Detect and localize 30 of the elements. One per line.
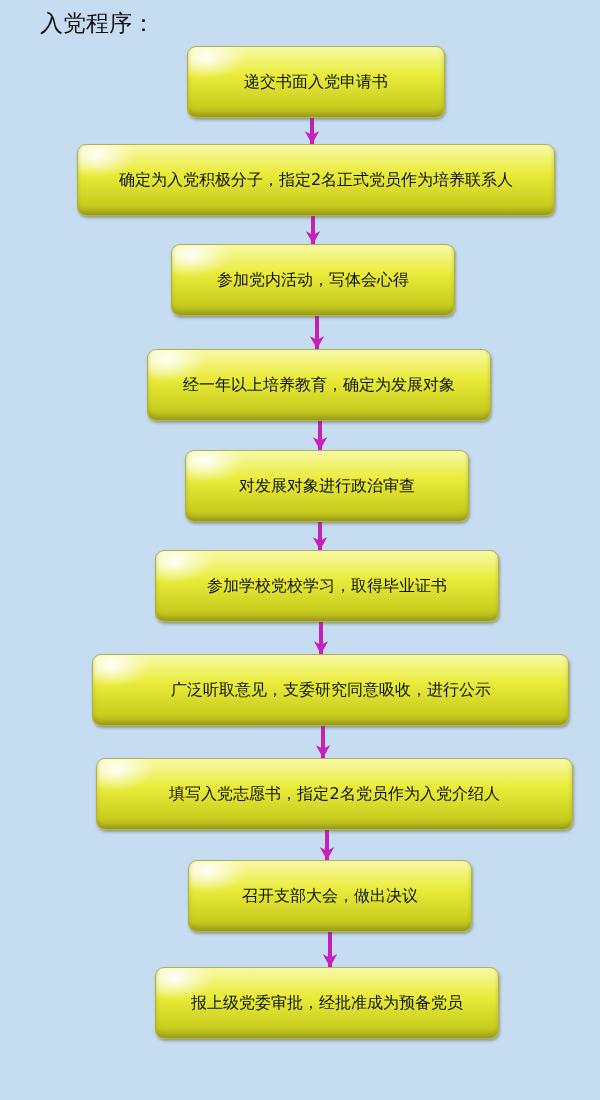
process-box	[155, 550, 499, 622]
title: 入党程序：	[40, 9, 155, 38]
arrow	[322, 932, 338, 967]
process-box	[171, 244, 455, 316]
arrow	[309, 316, 325, 349]
arrow	[313, 622, 329, 654]
arrow	[304, 118, 320, 144]
process-box	[155, 967, 499, 1039]
arrow	[315, 726, 331, 758]
step-text: 确定为入党积极分子，指定2名正式党员作为培养联系人	[118, 169, 514, 191]
step-text: 参加学校党校学习，取得毕业证书	[207, 575, 447, 597]
step-text: 递交书面入党申请书	[244, 71, 388, 93]
arrow	[312, 522, 328, 550]
arrow	[305, 216, 321, 244]
step-text: 召开支部大会，做出决议	[242, 885, 418, 907]
process-box	[96, 758, 573, 830]
step-text: 经一年以上培养教育，确定为发展对象	[183, 374, 455, 396]
step-text: 填写入党志愿书，指定2名党员作为入党介绍人	[169, 783, 500, 805]
arrow	[312, 421, 328, 450]
step-text: 报上级党委审批，经批准成为预备党员	[191, 992, 463, 1014]
step-text: 广泛听取意见，支委研究同意吸收，进行公示	[170, 679, 491, 701]
process-box	[77, 144, 555, 216]
process-box	[185, 450, 469, 522]
step-text: 对发展对象进行政治审查	[239, 475, 415, 497]
process-box	[92, 654, 569, 726]
process-box	[187, 46, 445, 118]
arrow	[319, 830, 335, 860]
process-box	[147, 349, 491, 421]
process-box	[188, 860, 472, 932]
step-text: 参加党内活动，写体会心得	[217, 269, 409, 291]
